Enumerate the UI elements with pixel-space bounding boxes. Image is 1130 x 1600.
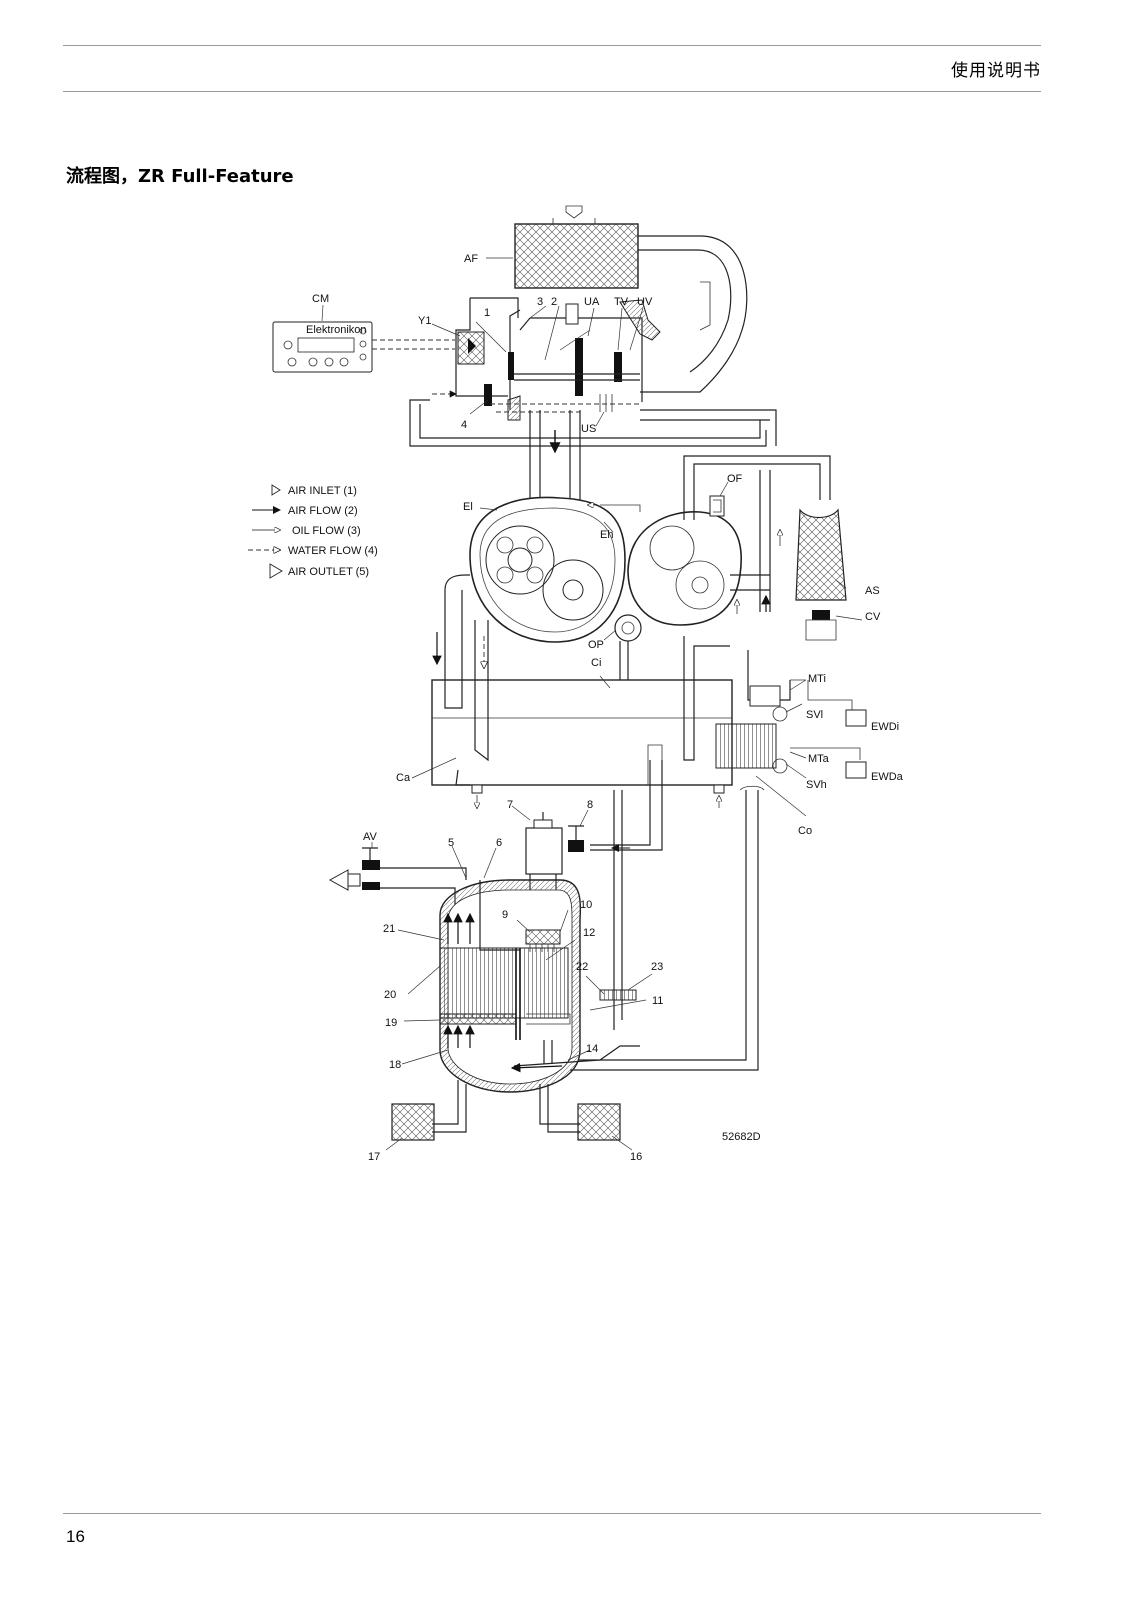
air-inlet-arrow xyxy=(552,205,596,224)
label-1: 1 xyxy=(484,307,490,319)
label-14: 14 xyxy=(586,1043,598,1055)
label-ewdi: EWDi xyxy=(871,721,899,733)
label-5: 5 xyxy=(448,837,454,849)
page-number: 16 xyxy=(66,1527,85,1546)
label-19: 19 xyxy=(385,1017,397,1029)
label-ci: Ci xyxy=(591,657,601,669)
label-svh: SVh xyxy=(806,779,827,791)
label-as: AS xyxy=(865,585,880,597)
moisture-traps xyxy=(715,679,867,817)
label-2: 2 xyxy=(551,296,557,308)
label-cv: CV xyxy=(865,611,881,623)
label-ua: UA xyxy=(584,296,600,308)
air-duct xyxy=(529,410,581,500)
header-title: 使用说明书 xyxy=(951,61,1041,81)
label-8: 8 xyxy=(587,799,593,811)
label-op: OP xyxy=(588,639,604,651)
drain-traps xyxy=(385,1080,633,1151)
air-outlet xyxy=(328,842,467,908)
label-of: OF xyxy=(727,473,743,485)
header-top-rule xyxy=(63,45,1041,46)
controller-cm: Elektronikon xyxy=(272,304,373,373)
component-labels: AF CM Y1 1 3 2 UA TV UV 4 US OF El Eh AS… xyxy=(312,253,904,1163)
label-y1: Y1 xyxy=(418,315,431,327)
label-7: 7 xyxy=(507,799,513,811)
label-18: 18 xyxy=(389,1059,401,1071)
label-22: 22 xyxy=(576,961,588,973)
label-6: 6 xyxy=(496,837,502,849)
label-ca: Ca xyxy=(396,772,411,784)
label-23: 23 xyxy=(651,961,663,973)
label-3: 3 xyxy=(537,296,543,308)
label-mti: MTi xyxy=(808,673,826,685)
label-9: 9 xyxy=(502,909,508,921)
label-tv: TV xyxy=(614,296,629,308)
legend-water-flow: WATER FLOW (4) xyxy=(288,545,378,557)
label-af: AF xyxy=(464,253,478,265)
label-ewda: EWDa xyxy=(871,771,904,783)
label-uv: UV xyxy=(637,296,653,308)
label-20: 20 xyxy=(384,989,396,1001)
label-svl: SVl xyxy=(806,709,823,721)
legend-air-flow: AIR FLOW (2) xyxy=(288,505,358,517)
label-4: 4 xyxy=(461,419,467,431)
valve-7-8 xyxy=(511,805,589,910)
drawing-code: 52682D xyxy=(722,1131,761,1143)
label-21: 21 xyxy=(383,923,395,935)
label-eh: Eh xyxy=(600,529,613,541)
unloader-assembly xyxy=(431,297,661,427)
footer-rule xyxy=(63,1513,1041,1514)
label-mta: MTa xyxy=(808,753,830,765)
label-us: US xyxy=(581,423,596,435)
label-11: 11 xyxy=(652,995,663,1007)
condenser-vessel xyxy=(397,845,653,1093)
label-17: 17 xyxy=(368,1151,380,1163)
controller-brand-label: Elektronikon xyxy=(306,324,367,336)
legend-oil-flow: OIL FLOW (3) xyxy=(292,525,361,537)
label-cm: CM xyxy=(312,293,329,305)
label-16: 16 xyxy=(630,1151,642,1163)
label-el: El xyxy=(463,501,473,513)
legend-air-outlet: AIR OUTLET (5) xyxy=(288,566,369,578)
legend-symbol-air-outlet xyxy=(269,563,283,579)
compression-elements xyxy=(469,496,742,643)
label-co: Co xyxy=(798,825,812,837)
header-bottom-rule xyxy=(63,91,1041,92)
legend-symbol-air-inlet xyxy=(271,484,281,496)
oil-filter xyxy=(588,455,831,614)
legend: AIR INLET (1) AIR FLOW (2) OIL FLOW (3) … xyxy=(248,484,378,579)
air-filter xyxy=(486,223,748,393)
label-12: 12 xyxy=(583,927,595,939)
legend-air-inlet: AIR INLET (1) xyxy=(288,485,357,497)
air-separator xyxy=(795,508,863,641)
section-title: 流程图，ZR Full-Feature xyxy=(66,166,294,187)
label-10: 10 xyxy=(580,899,592,911)
cooler-block xyxy=(411,574,791,808)
label-av: AV xyxy=(363,831,378,843)
